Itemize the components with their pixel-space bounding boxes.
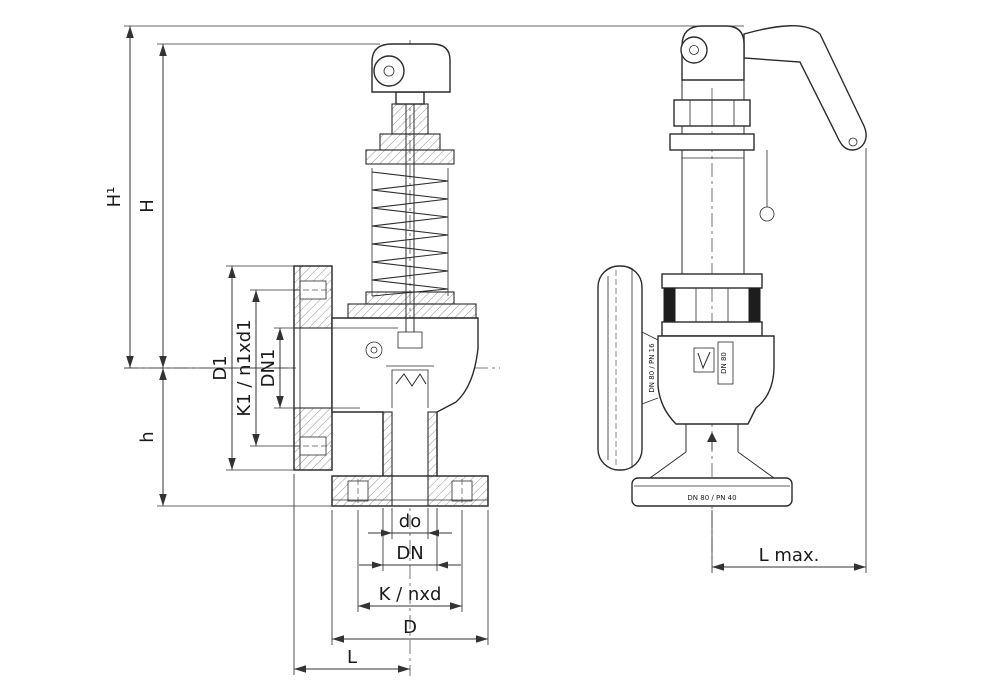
valve-body [331, 317, 479, 479]
lock-nut [379, 133, 441, 151]
test-lever [743, 25, 867, 151]
body-name-plate [717, 341, 734, 385]
right-valve-body [657, 335, 775, 425]
disc-holder [395, 373, 427, 387]
side-flange [597, 265, 643, 471]
body-top-plate [347, 303, 477, 319]
stud-bolt-left [663, 287, 676, 325]
lever-pivot-boss [373, 55, 405, 87]
dim-label-lmax: L max. [759, 545, 820, 566]
dim-label-dn1: DN1 [258, 349, 279, 388]
lever-pivot-hole [383, 65, 395, 77]
dim-label-do: do [399, 511, 421, 532]
lever-link-ring [759, 206, 775, 222]
upper-bonnet-flange [661, 273, 763, 289]
outlet-skirt-right [737, 451, 775, 479]
side-flange-marking: DN 80 / PN 16 [648, 343, 656, 393]
right-outlet-flange [631, 477, 793, 507]
manufacturer-logo [697, 351, 711, 370]
right-view-side-elevation: DN 80 / PN 16 DN 80 DN 80 / PN 40 [597, 25, 867, 560]
dim-label-d1: D1 [210, 355, 231, 380]
dim-label-h: H [137, 199, 158, 213]
spring-coils [371, 171, 449, 297]
lower-bonnet-flange [661, 321, 763, 337]
dn-arrow-right [437, 561, 448, 569]
dn-arrow-left [372, 561, 383, 569]
right-lever-pivot-hole [689, 45, 699, 55]
cap-neck [395, 91, 425, 105]
outlet-wall-right [427, 411, 438, 477]
gland-eye [365, 341, 383, 359]
do-arrow-right [428, 529, 439, 537]
stud-bolt-right [748, 287, 761, 325]
flange-neck-bottom [641, 397, 659, 405]
flange-neck-top [641, 331, 659, 341]
nozzle-section [391, 369, 429, 408]
spring-bottom-plate [365, 291, 455, 305]
flow-direction-arrow [707, 432, 717, 442]
outlet-skirt-left [649, 451, 687, 479]
outlet-flange-marking: DN 80 / PN 40 [687, 494, 736, 502]
adjusting-screw [391, 103, 429, 135]
lever-end-hole [848, 137, 858, 147]
dim-label-dn: DN [396, 543, 423, 564]
manufacturer-logo-box [693, 347, 715, 373]
dim-label-k: K / nxd [379, 584, 442, 605]
dim-label-h1: H¹ [104, 187, 125, 208]
body-plate-marking: DN 80 [720, 352, 728, 374]
dim-label-l: L [347, 647, 357, 668]
stem-guide [397, 331, 423, 349]
dimension-layer: H¹ H h D1 K1 / n1xd1 DN1 do DN [104, 25, 867, 675]
outlet-wall-left [382, 411, 393, 477]
gland-eye-hole [370, 346, 378, 354]
dim-label-h-lower: h [137, 431, 158, 442]
dim-label-d: D [403, 617, 417, 638]
right-lever-pivot-boss [680, 36, 708, 64]
bonnet-collar [669, 133, 755, 151]
dim-label-k1: K1 / n1xd1 [234, 319, 255, 416]
spring-top-plate [365, 149, 455, 165]
do-arrow-left [381, 529, 392, 537]
left-view-cross-section [124, 40, 500, 676]
